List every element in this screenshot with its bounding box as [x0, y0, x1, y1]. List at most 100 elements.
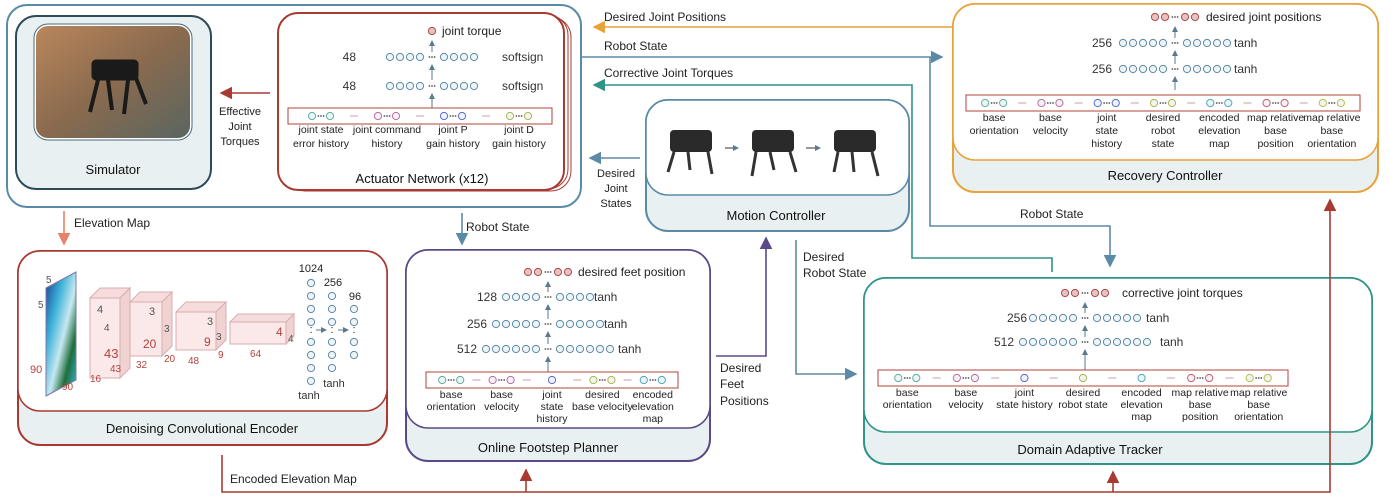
neuron [373, 111, 383, 121]
input-label: map [643, 413, 664, 425]
neuron [325, 111, 335, 121]
edge-elevation-map: Elevation Map [57, 211, 150, 246]
input-label: joint state [298, 124, 344, 136]
input-label: joint [1014, 387, 1034, 399]
ellipsis: : [309, 324, 312, 336]
input-label: encoded [633, 389, 673, 401]
dim-label: 48 [188, 356, 200, 367]
ellipsis-dot [964, 377, 967, 379]
edge-label: Feet [720, 377, 745, 391]
activation: tanh [604, 317, 627, 331]
edge-label: Effective [219, 106, 261, 118]
neuron [506, 375, 515, 385]
input-label: joint D [503, 124, 534, 136]
recovery-controller-node: Recovery Controller desired joint positi… [952, 3, 1379, 193]
ellipsis-dot [1330, 102, 1333, 104]
ellipsis-dot [498, 379, 500, 381]
neuron [1158, 64, 1168, 74]
neuron [912, 373, 921, 383]
neuron [555, 344, 565, 354]
neuron [501, 292, 511, 302]
neuron [523, 111, 533, 121]
ellipsis-dot [388, 115, 391, 117]
neuron [531, 344, 541, 354]
neuron [439, 81, 449, 91]
ellipsis-dot [654, 379, 657, 381]
neuron [1138, 38, 1148, 48]
neuron [1182, 38, 1192, 48]
footstep-title: Online Footstep Planner [478, 440, 619, 455]
neuron [595, 344, 605, 354]
neuron [1192, 64, 1202, 74]
ellipsis-dot [1174, 16, 1176, 18]
ellipsis-dot [1084, 292, 1086, 294]
edge-label: Desired Joint Positions [604, 10, 726, 24]
dim-label: 4 [97, 304, 103, 316]
neuron [1138, 64, 1148, 74]
edge-label: Torques [220, 136, 260, 148]
input-label: joint [1096, 112, 1116, 124]
input-label: orientation [970, 125, 1019, 137]
simulator-render-image [36, 26, 190, 138]
ellipsis-dot [320, 115, 322, 117]
input-label: base [1264, 125, 1287, 137]
input-label: error history [293, 138, 350, 150]
neuron [1111, 98, 1120, 108]
neuron [385, 52, 395, 62]
neuron [501, 344, 511, 354]
edge-label: States [600, 198, 632, 210]
ellipsis-dot [1081, 341, 1084, 343]
ellipsis-dot [447, 379, 450, 381]
dim-label: 64 [250, 349, 262, 360]
neuron [469, 81, 479, 91]
edge-label: Robot State [466, 220, 530, 234]
neuron [1280, 98, 1289, 108]
ellipsis-dot [428, 56, 431, 58]
neuron [306, 291, 316, 301]
input-label: gain history [426, 138, 480, 150]
dim-label: 9 [204, 335, 211, 349]
edge-label: Joint [228, 121, 251, 133]
input-label: desired [1146, 112, 1181, 124]
output-label: joint torque [441, 24, 502, 38]
ellipsis-dot [1174, 68, 1176, 70]
ellipsis-dot [515, 115, 518, 117]
neuron [1122, 313, 1132, 323]
ellipsis-dot [547, 271, 549, 273]
neuron [1128, 38, 1138, 48]
neuron [1093, 98, 1102, 108]
ellipsis-dot [1201, 377, 1204, 379]
ellipsis-dot [428, 85, 431, 87]
neuron [1202, 38, 1212, 48]
neuron [1150, 12, 1160, 22]
ellipsis-dot [601, 379, 604, 381]
neuron [1112, 313, 1122, 323]
neuron [533, 267, 543, 277]
neuron [585, 319, 595, 329]
ellipsis-dot [520, 115, 523, 117]
edge-label: Desired [803, 250, 844, 264]
neuron [1148, 64, 1158, 74]
ellipsis-dot [317, 115, 320, 117]
neuron [999, 98, 1008, 108]
neuron [1092, 337, 1102, 347]
ellipsis-dot [1257, 377, 1260, 379]
input-label: orientation [883, 399, 932, 411]
neuron [306, 278, 316, 288]
input-label: base [954, 387, 977, 399]
ellipsis-dot [1086, 341, 1089, 343]
neuron [1132, 313, 1142, 323]
neuron [1128, 64, 1138, 74]
input-label: elevation [632, 401, 674, 413]
neuron [491, 319, 501, 329]
neuron [1182, 64, 1192, 74]
layer-size: 48 [343, 50, 357, 64]
output-label: desired joint positions [1206, 10, 1321, 24]
edge-label: Desired [597, 168, 635, 180]
ellipsis-dot [1081, 292, 1084, 294]
ellipsis-dot [1274, 102, 1277, 104]
neuron [553, 267, 563, 277]
dim-label: 16 [90, 374, 102, 385]
neuron [565, 344, 575, 354]
edge-label: Robot State [803, 266, 867, 280]
